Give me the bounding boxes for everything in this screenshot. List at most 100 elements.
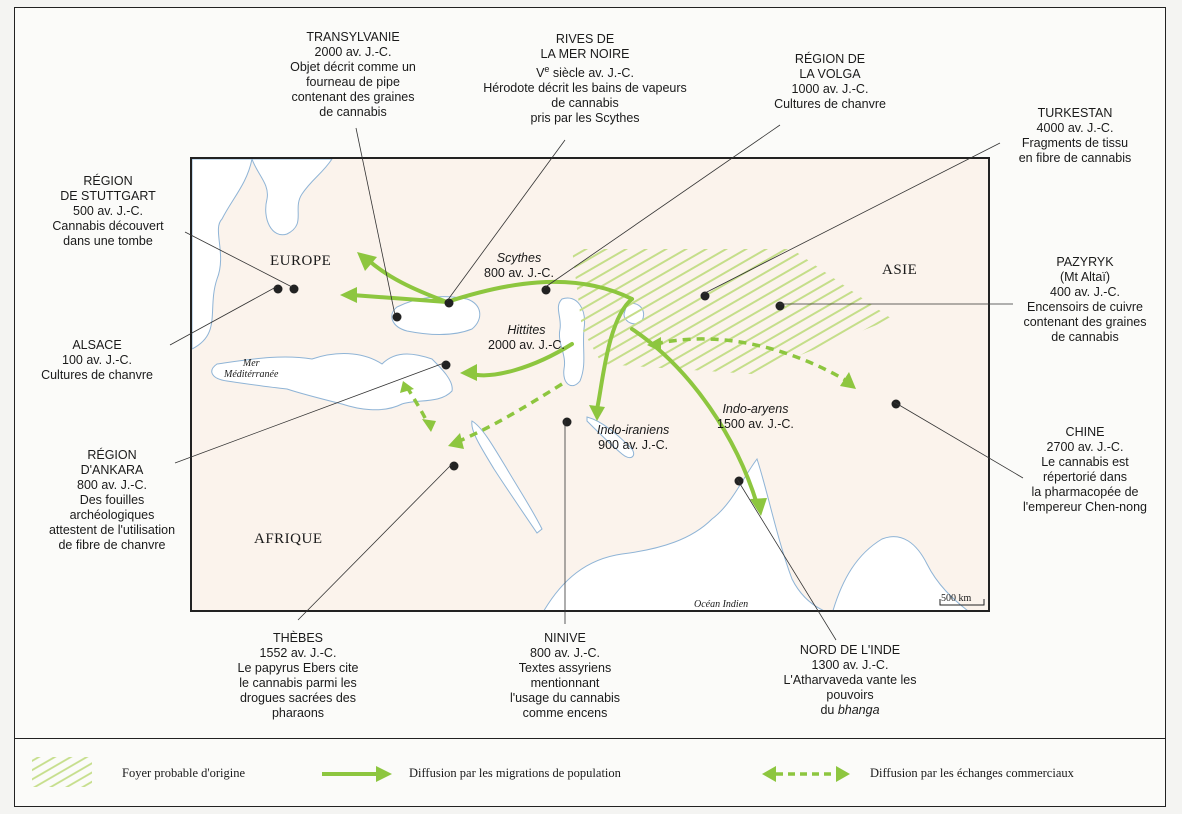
callout-line: NORD DE L'INDE — [799, 643, 901, 657]
callout-line: 2000 av. J.-C. — [314, 45, 392, 59]
callout-line: attestent de l'utilisation — [48, 523, 176, 537]
century-text: siècle av. J.-C. — [549, 66, 634, 81]
text-italic-term: bhanga — [837, 703, 880, 717]
callout-line: l'usage du cannabis — [509, 691, 621, 705]
route-europe-north — [365, 257, 449, 304]
callout-line: L'Atharvaveda vante les — [783, 673, 917, 687]
callout-alsace: ALSACE 100 av. J.-C. Cultures de chanvre — [22, 338, 172, 383]
label-europe: EUROPE — [270, 253, 332, 269]
north-sea — [251, 159, 333, 236]
leader-ankara — [174, 362, 445, 464]
route-name: Indo-aryens — [722, 402, 789, 416]
callout-line: D'ANKARA — [80, 463, 144, 477]
callout-line: RIVES DE — [555, 32, 615, 46]
atlantic-ocean — [192, 159, 253, 350]
callout-line: THÈBES — [272, 631, 323, 645]
callout-line: 1552 av. J.-C. — [259, 646, 337, 660]
callout-volga: RÉGION DE LA VOLGA 1000 av. J.-C. Cultur… — [730, 52, 930, 112]
route-name: Indo-iraniens — [597, 423, 670, 437]
route-name: Scythes — [496, 251, 542, 265]
callout-line: mentionnant — [530, 676, 600, 690]
legend-origin-label: Foyer probable d'origine — [122, 766, 246, 780]
callout-line: en fibre de cannabis — [1018, 151, 1132, 165]
legend-hatch-icon — [32, 757, 92, 787]
route-hittites — [470, 342, 574, 378]
callout-stuttgart: RÉGION DE STUTTGART 500 av. J.-C. Cannab… — [28, 174, 188, 249]
route-name: Hittites — [507, 323, 546, 337]
callout-nord-inde: NORD DE L'INDE 1300 av. J.-C. L'Atharvav… — [760, 643, 940, 718]
callout-line: drogues sacrées des — [239, 691, 357, 705]
callout-turkestan: TURKESTAN 4000 av. J.-C. Fragments de ti… — [990, 106, 1160, 166]
callout-line: Cultures de chanvre — [774, 97, 886, 111]
callout-line: comme encens — [522, 706, 608, 720]
callout-line: Le papyrus Ebers cite — [237, 661, 359, 675]
trade-egypt — [456, 382, 563, 444]
dot-thebes — [449, 461, 459, 471]
route-date: 800 av. J.-C. — [484, 266, 554, 280]
callout-line: Le cannabis est — [1041, 455, 1129, 469]
callout-line: LA VOLGA — [799, 67, 861, 81]
callout-line: Ve siècle av. J.-C. — [455, 62, 715, 81]
callout-chine: CHINE 2700 av. J.-C. Le cannabis est rép… — [1005, 425, 1165, 515]
callout-line: RÉGION — [83, 174, 133, 188]
callout-line: Objet décrit comme un — [290, 60, 416, 74]
bay-of-bengal — [832, 536, 968, 610]
callout-line: RÉGION DE — [794, 52, 866, 66]
leader-nord-inde — [736, 478, 837, 641]
callout-line: TRANSYLVANIE — [306, 30, 400, 44]
callout-line: 4000 av. J.-C. — [1036, 121, 1114, 135]
leader-mer-noire — [446, 139, 566, 302]
callout-line: de cannabis — [319, 105, 387, 119]
callout-line: RÉGION — [87, 448, 137, 462]
callout-line: 800 av. J.-C. — [77, 478, 147, 492]
callout-line: Des fouilles — [79, 493, 145, 507]
callout-ankara: RÉGION D'ANKARA 800 av. J.-C. Des fouill… — [22, 448, 202, 553]
callout-line: pouvoirs — [826, 688, 874, 702]
callout-line: Textes assyriens — [518, 661, 612, 675]
dot-nord-inde — [734, 476, 744, 486]
dot-chine — [891, 399, 901, 409]
map-drawing — [192, 159, 988, 610]
route-date: 900 av. J.-C. — [598, 438, 669, 452]
callout-pazyryk: PAZYRYK (Mt Altaï) 400 av. J.-C. Encenso… — [1005, 255, 1165, 345]
callout-line: dans une tombe — [63, 234, 153, 248]
callout-line: Fragments de tissu — [1021, 136, 1129, 150]
callout-line: l'empereur Chen-nong — [1023, 500, 1147, 514]
callout-line: de cannabis — [1051, 330, 1119, 344]
leader-stuttgart — [184, 231, 293, 288]
route-scythes — [445, 279, 634, 304]
dot-turkestan — [700, 291, 710, 301]
callout-line: (Mt Altaï) — [1059, 270, 1110, 284]
legend-trade-label: Diffusion par les échanges commerciaux — [870, 766, 1074, 780]
legend: Foyer probable d'origine Diffusion par l… — [14, 738, 1166, 807]
route-europe-west — [350, 293, 449, 304]
callout-line: 500 av. J.-C. — [73, 204, 143, 218]
century-suffix: e — [544, 64, 550, 74]
route-label-indo-aryens: Indo-aryens 1500 av. J.-C. — [717, 402, 794, 432]
callout-line: 1300 av. J.-C. — [811, 658, 889, 672]
callout-line: fourneau de pipe — [306, 75, 400, 89]
callout-line: archéologiques — [69, 508, 155, 522]
callout-line: 1000 av. J.-C. — [791, 82, 869, 96]
callout-line: le cannabis parmi les — [239, 676, 357, 690]
migration-arrowheads — [340, 252, 767, 516]
trade-arrowheads — [400, 337, 856, 449]
callout-line: Cultures de chanvre — [41, 368, 153, 382]
callout-line: la pharmacopée de — [1031, 485, 1139, 499]
callout-mer-noire: RIVES DE LA MER NOIRE Ve siècle av. J.-C… — [455, 32, 715, 126]
callout-ninive: NINIVE 800 av. J.-C. Textes assyriens me… — [475, 631, 655, 721]
persian-gulf — [586, 416, 635, 459]
legend-symbols — [32, 757, 850, 787]
map-panel: EUROPE ASIE AFRIQUE Mer Méditérranée Océ… — [190, 157, 990, 612]
callout-line: de cannabis — [551, 96, 619, 111]
callout-line: NINIVE — [544, 631, 586, 645]
site-dots — [273, 284, 901, 486]
legend-migration-arrowhead — [376, 766, 392, 782]
callout-line: TURKESTAN — [1037, 106, 1113, 120]
callout-line: 100 av. J.-C. — [62, 353, 132, 367]
callout-line: pris par les Scythes — [530, 111, 640, 126]
callout-line: CHINE — [1065, 425, 1105, 439]
dot-volga — [541, 285, 551, 295]
scale-bar — [939, 599, 985, 606]
